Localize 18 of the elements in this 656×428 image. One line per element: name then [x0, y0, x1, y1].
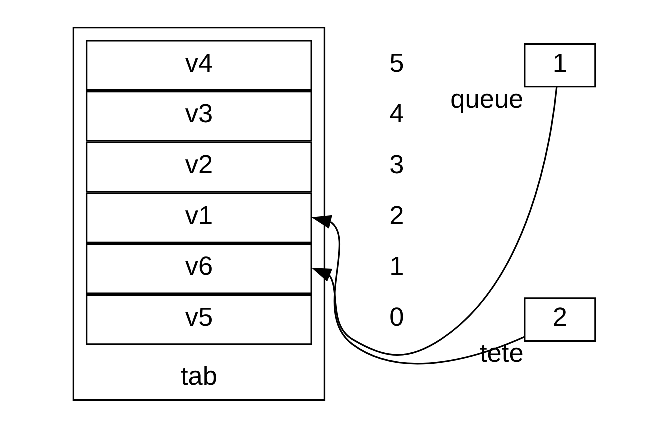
node-box: 2	[524, 298, 596, 342]
node-label: 3	[390, 149, 404, 180]
node-label: queue	[450, 84, 524, 114]
node-box: v3	[86, 90, 312, 142]
arrow	[312, 215, 526, 365]
node-label: 0	[390, 302, 404, 332]
node-box: 1	[524, 43, 596, 88]
node-box: v6	[86, 244, 312, 294]
arrow	[312, 86, 558, 356]
node-label: tete	[480, 338, 524, 368]
node-box: v2	[86, 142, 312, 193]
node-box: v1	[86, 192, 312, 244]
node-label: 1	[390, 251, 404, 282]
node-label: 2	[390, 200, 404, 230]
node-box: v4	[86, 40, 312, 91]
node-label: 4	[390, 98, 404, 129]
node-box: v5	[86, 294, 312, 346]
node-label: 5	[390, 48, 404, 78]
